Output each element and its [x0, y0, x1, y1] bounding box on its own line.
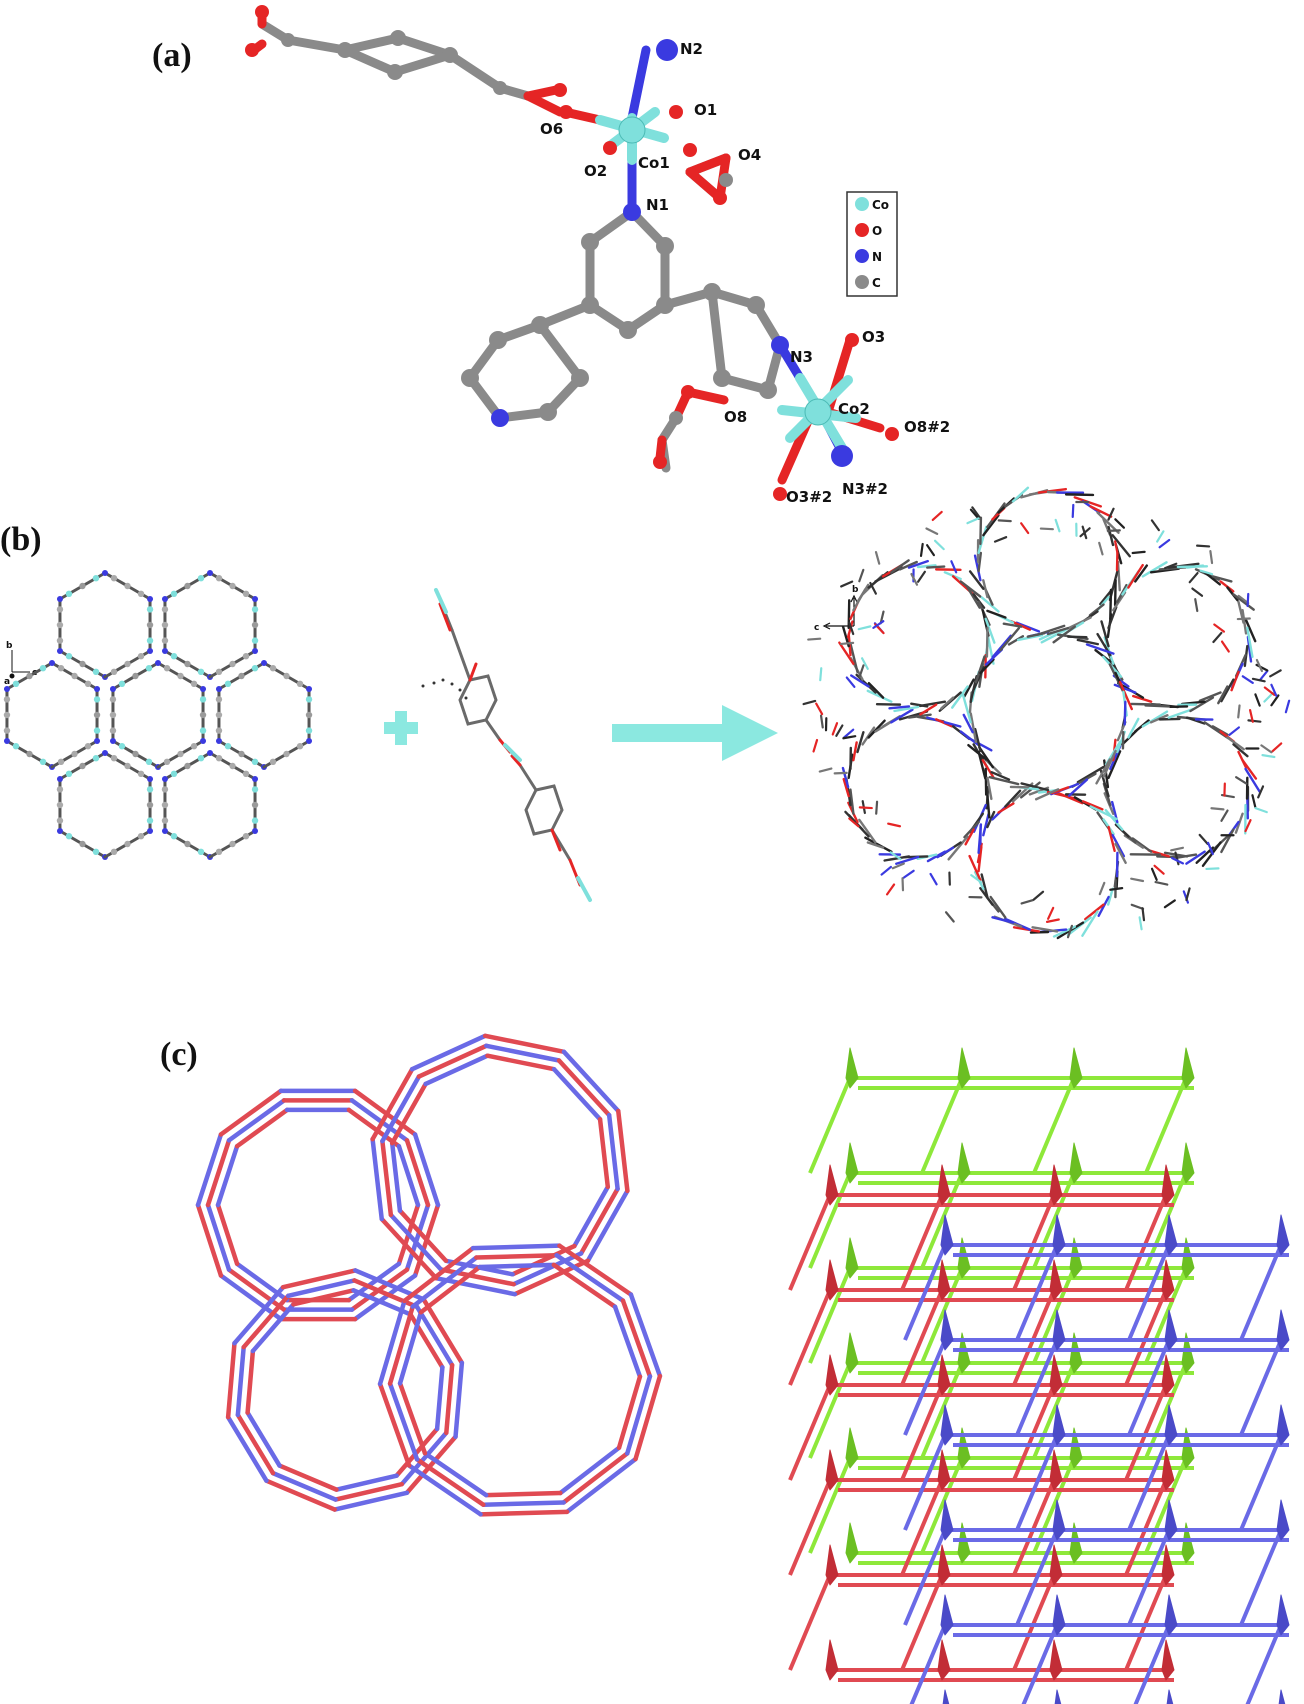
axis-label-b-left: b: [6, 641, 13, 651]
atom-label-o3-2: O3#2: [786, 488, 832, 506]
atom-label-co2: Co2: [838, 400, 870, 418]
atom-label-n3-2: N3#2: [842, 480, 888, 498]
atom-label-o3: O3: [862, 328, 885, 346]
panel-label-a: (a): [152, 37, 192, 74]
linker-chain: [421, 588, 592, 902]
panel-label-b: (b): [0, 521, 42, 558]
legend-swatch-co: [855, 197, 869, 211]
axis-label-b-right: b: [852, 585, 859, 595]
atom-label-o2: O2: [584, 162, 607, 180]
atom-labels: N2 O1 O6 O4 O2 Co1 N1 N3 O3 Co2 O8 O8#2 …: [540, 40, 950, 506]
interpenetrated-net-right: [788, 1047, 1290, 1704]
nitrogen-atom-pyridine: [491, 409, 509, 427]
atom-label-o4: O4: [738, 146, 761, 164]
plus-sign: [384, 711, 418, 745]
topology-net-left: [195, 1033, 663, 1517]
reaction-arrow: [612, 705, 778, 761]
nitrogen-atom-n2: [656, 39, 678, 61]
nitrogen-atom-n1: [623, 203, 641, 221]
carbon-atoms: [281, 30, 777, 425]
3d-framework: [802, 486, 1291, 940]
legend-label-co: Co: [872, 198, 889, 212]
nitrogen-atom-n3-2: [831, 445, 853, 467]
axis-label-c-right: c: [814, 623, 819, 633]
atom-label-n3: N3: [790, 348, 813, 366]
axis-label-a-left: a: [4, 677, 10, 687]
cobalt-atom-co2: [804, 398, 832, 426]
atom-label-co1: Co1: [638, 154, 670, 172]
atom-label-o8: O8: [724, 408, 747, 426]
atom-label-n1: N1: [646, 196, 669, 214]
atom-label-o6: O6: [540, 120, 563, 138]
legend-swatch-n: [855, 249, 869, 263]
axis-indicator-left: [9, 650, 30, 679]
molecule-structure: [245, 5, 899, 501]
legend-label-o: O: [872, 224, 882, 238]
cobalt-atoms: [618, 116, 832, 426]
atom-label-o1: O1: [694, 101, 717, 119]
nitrogen-atom-n3: [771, 336, 789, 354]
legend-swatch-c: [855, 275, 869, 289]
panel-label-c: (c): [160, 1036, 198, 1073]
atom-legend: Co O N C: [846, 191, 898, 297]
honeycomb-layer: [3, 570, 313, 860]
carbon-bonds: [257, 19, 785, 473]
legend-label-n: N: [872, 250, 882, 264]
legend-swatch-o: [855, 223, 869, 237]
oxygen-atoms: [245, 5, 899, 501]
nitrogen-atoms: [491, 39, 853, 467]
cobalt-atom-co1: [618, 116, 646, 144]
atom-label-o8-2: O8#2: [904, 418, 950, 436]
legend-label-c: C: [872, 276, 881, 290]
atom-label-n2: N2: [680, 40, 703, 58]
